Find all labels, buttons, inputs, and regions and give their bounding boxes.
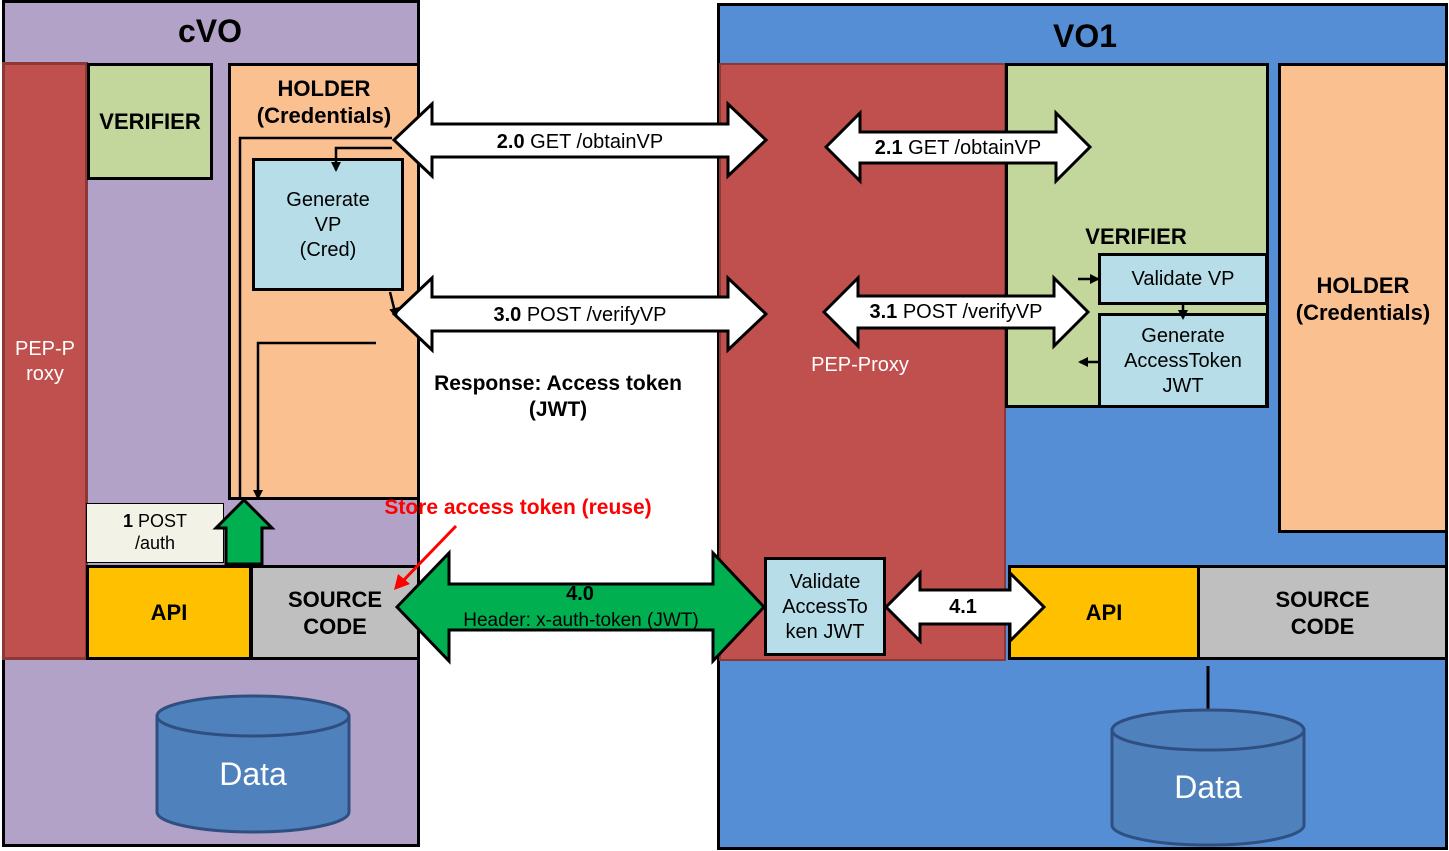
validate-vp-label: Validate VP bbox=[1131, 267, 1235, 290]
response-connector bbox=[253, 341, 376, 500]
vo1-data-label: Data bbox=[1174, 769, 1242, 805]
vo1-holder bbox=[1278, 63, 1448, 533]
post-auth-label: 1 POST /auth bbox=[86, 508, 224, 558]
api-call-num: 4.1 bbox=[949, 595, 977, 618]
cvo-verifier bbox=[87, 63, 213, 180]
cvo-source-code-label: SOURCE CODE bbox=[287, 586, 383, 640]
post-auth-box bbox=[86, 503, 224, 563]
post-verify-vp-vo1-arrow bbox=[821, 274, 1091, 350]
vo1-pep-proxy-label: PEP-Proxy bbox=[811, 353, 909, 376]
post-verify-vp-text: POST /verifyVP bbox=[521, 303, 667, 326]
validate-vp-box bbox=[1098, 253, 1268, 305]
cvo-api-label: API bbox=[150, 600, 188, 626]
post-verify-vp-label: 3.0 POST /verifyVP bbox=[432, 301, 728, 329]
holder-to-generate-connector bbox=[238, 136, 392, 500]
post-auth-text: POST /auth bbox=[134, 511, 188, 553]
get-obtain-vp-arrow bbox=[391, 100, 769, 180]
vo1-source-code-box bbox=[1197, 565, 1448, 660]
cvo-data-cylinder bbox=[155, 694, 351, 834]
generate-to-verify-connector bbox=[388, 291, 399, 318]
vo1-data-cylinder bbox=[1110, 708, 1306, 847]
vo1-api-box bbox=[1008, 565, 1200, 660]
response-label: Response: Access token (JWT) bbox=[434, 371, 682, 421]
get-obtain-vp-vo1-arrow bbox=[823, 109, 1093, 185]
get-obtain-vp-vo1-text: GET /obtainVP bbox=[902, 136, 1042, 159]
header-token-arrow bbox=[394, 549, 767, 665]
cvo-verifier-label: VERIFIER bbox=[99, 109, 201, 135]
get-obtain-vp-num: 2.0 bbox=[496, 130, 525, 153]
store-token-pointer bbox=[398, 524, 458, 586]
generate-token-label: Generate AccessToken JWT bbox=[1124, 324, 1242, 397]
vo1-source-code-label: SOURCE CODE bbox=[1275, 586, 1370, 640]
cvo-holder-label: HOLDER (Credentials) bbox=[256, 75, 392, 129]
header-token-text: Header: x-auth-token (JWT) bbox=[463, 610, 699, 632]
get-obtain-vp-label: 2.0 GET /obtainVP bbox=[432, 128, 728, 156]
store-token-pointer-head bbox=[394, 574, 410, 590]
vo1-api-label: API bbox=[1085, 600, 1123, 626]
vo1-title: VO1 bbox=[1052, 18, 1118, 54]
generate-vp-label: Generate VP (Cred) bbox=[286, 188, 370, 261]
post-auth-up-arrow bbox=[212, 497, 276, 566]
generate-vp-box bbox=[252, 158, 404, 291]
post-verify-vp-vo1-label: 3.1 POST /verifyVP bbox=[858, 298, 1054, 326]
get-obtain-vp-vo1-label: 2.1 GET /obtainVP bbox=[860, 134, 1056, 162]
post-verify-vp-arrow bbox=[391, 274, 769, 354]
cvo-source-code-box bbox=[250, 565, 420, 660]
obtain-to-generate-connector bbox=[331, 146, 392, 172]
cvo-pep-proxy-label: PEP-P roxy bbox=[14, 338, 76, 385]
validate-token-label: Validate AccessTo ken JWT bbox=[782, 570, 868, 643]
api-call-arrow bbox=[883, 569, 1047, 645]
get-obtain-vp-vo1-num: 2.1 bbox=[874, 136, 903, 159]
cvo-pep-proxy bbox=[2, 62, 88, 660]
post-verify-vp-vo1-num: 3.1 bbox=[869, 300, 898, 323]
header-token-num: 4.0 bbox=[566, 582, 594, 605]
get-obtain-vp-text: GET /obtainVP bbox=[524, 130, 664, 153]
store-token-label: Store access token (reuse) bbox=[384, 495, 652, 519]
cvo-api-box bbox=[86, 565, 252, 660]
vo1-verifier-label: VERIFIER bbox=[1085, 224, 1187, 250]
post-verify-vp-vo1-text: POST /verifyVP bbox=[897, 300, 1043, 323]
vo1-holder-label: HOLDER (Credentials) bbox=[1295, 272, 1431, 326]
post-verify-vp-num: 3.0 bbox=[493, 303, 522, 326]
cvo-title: cVO bbox=[177, 13, 243, 49]
post-auth-num: 1 bbox=[122, 511, 133, 532]
cvo-data-label: Data bbox=[219, 756, 287, 792]
